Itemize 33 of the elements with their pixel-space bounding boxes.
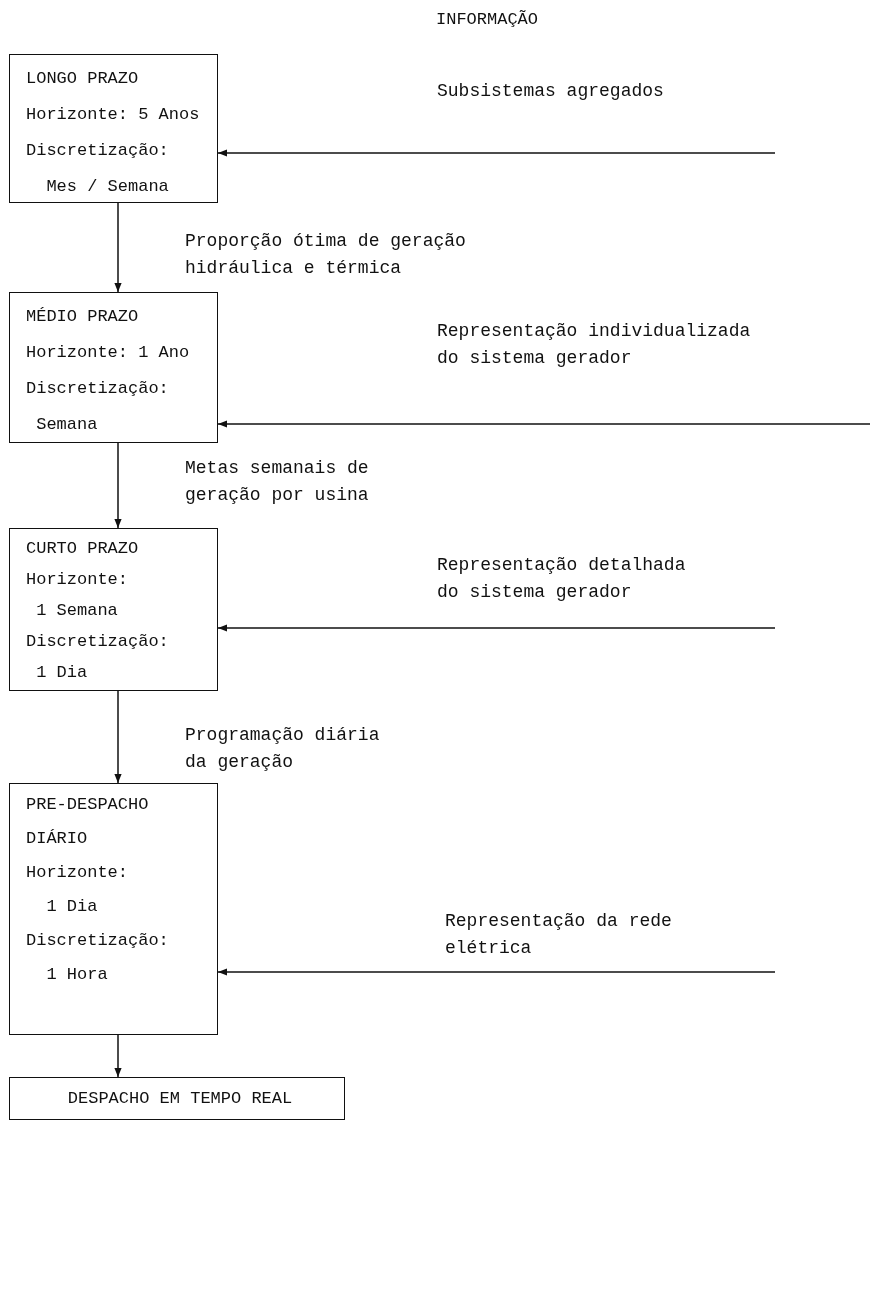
box-text: LONGO PRAZO bbox=[26, 68, 139, 90]
box-text: Discretização: bbox=[26, 378, 169, 400]
arrow bbox=[114, 442, 122, 529]
arrow bbox=[217, 968, 776, 976]
box-text: Horizonte: 1 Ano bbox=[26, 342, 190, 364]
box-text: 1 Dia bbox=[45, 896, 98, 918]
box-text: Discretização: bbox=[26, 930, 169, 952]
box-text: Discretização: bbox=[26, 631, 169, 653]
arrow bbox=[114, 202, 122, 293]
box-text: Horizonte: bbox=[26, 862, 129, 884]
box-text: 1 Hora bbox=[45, 964, 108, 986]
process-box bbox=[9, 528, 218, 691]
box-text: MÉDIO PRAZO bbox=[26, 306, 139, 328]
box-text: 1 Semana bbox=[35, 600, 118, 622]
arrow bbox=[114, 690, 122, 784]
box-text: Semana bbox=[35, 414, 98, 436]
arrow bbox=[217, 624, 776, 632]
title: INFORMAÇÃO bbox=[436, 10, 539, 29]
arrow bbox=[217, 420, 871, 428]
box-text: Mes / Semana bbox=[45, 176, 169, 198]
box-text: 1 Dia bbox=[35, 662, 88, 684]
box-text: Discretização: bbox=[26, 140, 169, 162]
box-text: Horizonte: bbox=[26, 569, 129, 591]
process-box bbox=[9, 783, 218, 1035]
arrow bbox=[217, 149, 776, 157]
box-text: Horizonte: 5 Anos bbox=[26, 104, 200, 126]
process-box bbox=[9, 54, 218, 203]
process-box bbox=[9, 292, 218, 443]
box-text: CURTO PRAZO bbox=[26, 538, 139, 560]
process-box bbox=[9, 1077, 345, 1120]
box-text: PRE-DESPACHO DIÁRIO bbox=[26, 794, 150, 850]
arrow bbox=[114, 1034, 122, 1078]
box-text: DESPACHO EM TEMPO REAL bbox=[67, 1087, 293, 1110]
